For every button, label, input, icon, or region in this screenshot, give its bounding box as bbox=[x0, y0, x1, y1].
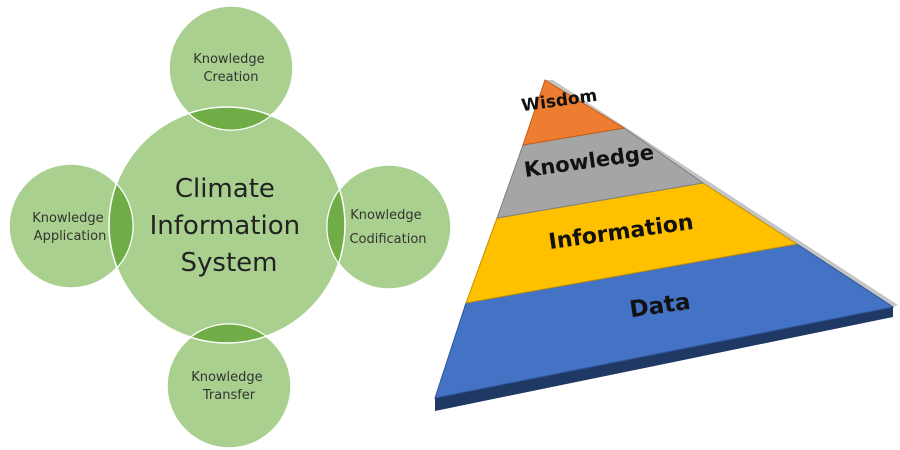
pyramid-level-wisdom bbox=[522, 79, 626, 146]
overlap-right bbox=[326, 164, 345, 290]
overlap-left bbox=[109, 163, 134, 289]
pyramid-base-side bbox=[435, 307, 893, 411]
pyramid-diagram: Wisdom Knowledge Information Data bbox=[434, 79, 898, 411]
overlap-top bbox=[168, 107, 294, 131]
overlap-bottom bbox=[166, 323, 292, 343]
node-label-right: Knowledge Codification bbox=[349, 208, 426, 247]
node-label-left: Knowledge Application bbox=[32, 211, 108, 244]
center-label: Climate Information System bbox=[150, 174, 309, 278]
center-label-line-2: Information bbox=[150, 211, 301, 241]
cycle-diagram: Climate Information System Knowledge Cre… bbox=[8, 5, 452, 449]
node-label-bottom: Knowledge Transfer bbox=[191, 370, 267, 403]
center-label-line-1: Climate bbox=[175, 174, 275, 204]
node-label-top: Knowledge Creation bbox=[193, 52, 269, 85]
center-label-line-3: System bbox=[181, 248, 278, 278]
